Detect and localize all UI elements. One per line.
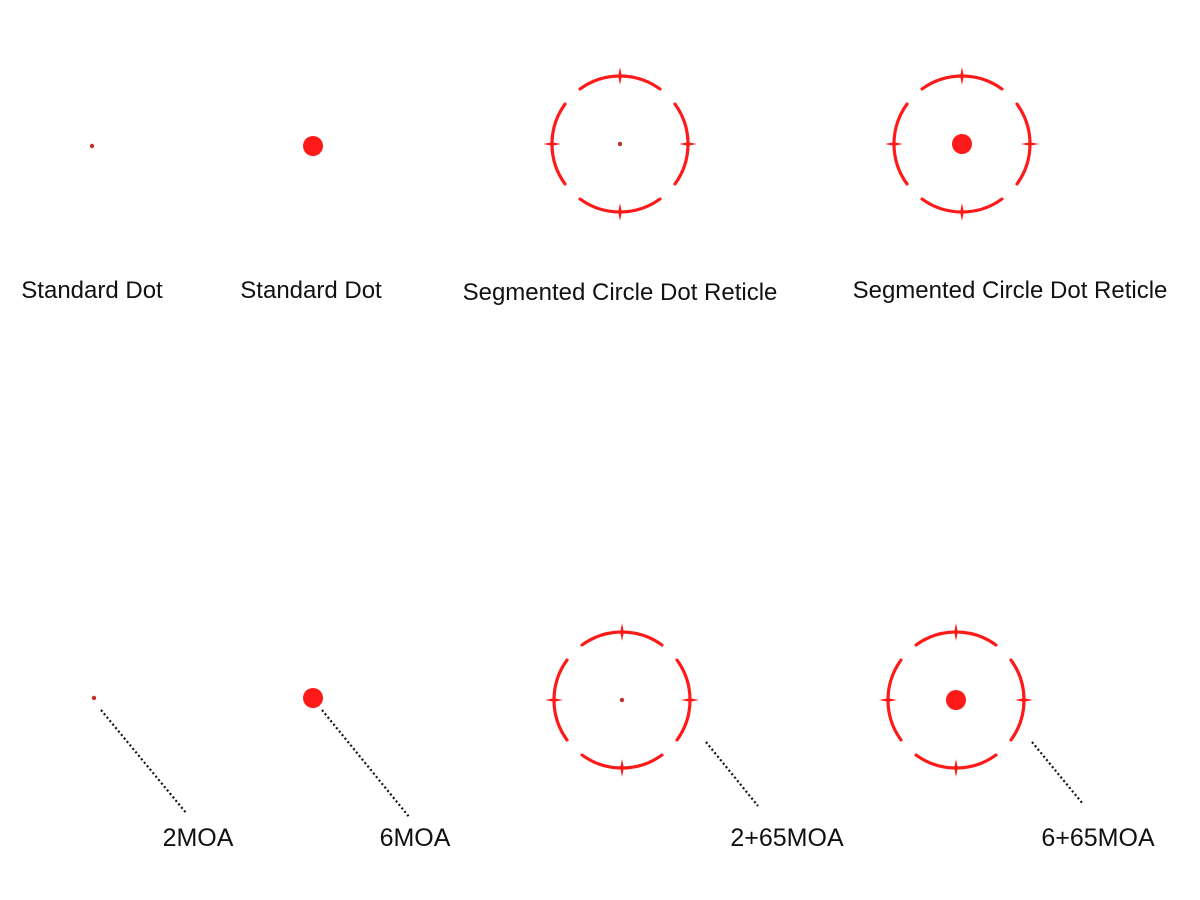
bottom-reticle-4-center-dot bbox=[946, 690, 966, 710]
bottom-reticle-1 bbox=[91, 695, 97, 701]
bottom-reticle-3-tick-bottom bbox=[620, 759, 624, 777]
bottom-reticle-2 bbox=[303, 688, 323, 708]
top-label-segmented-circle-small: Segmented Circle Dot Reticle bbox=[462, 279, 778, 306]
top-reticle-4 bbox=[885, 67, 1039, 221]
top-reticle-3 bbox=[543, 67, 697, 221]
leader-line-4 bbox=[1031, 741, 1084, 805]
leader-line-3 bbox=[705, 741, 759, 807]
top-reticle-2-center-dot bbox=[303, 136, 323, 156]
bottom-reticle-4-tick-bottom bbox=[954, 759, 958, 777]
moa-label-6-65moa: 6+65MOA bbox=[1041, 824, 1155, 852]
moa-label-2-65moa: 2+65MOA bbox=[730, 824, 844, 852]
moa-label-2moa: 2MOA bbox=[162, 824, 234, 852]
top-reticle-1 bbox=[89, 143, 95, 149]
leader-line-2 bbox=[321, 709, 411, 819]
bottom-reticle-4-tick-top bbox=[954, 623, 958, 641]
top-reticle-3-center-dot bbox=[617, 141, 623, 147]
bottom-reticle-3-tick-top bbox=[620, 623, 624, 641]
top-reticle-1-center-dot bbox=[89, 143, 95, 149]
top-reticle-4-tick-bottom bbox=[960, 203, 964, 221]
bottom-reticle-4 bbox=[879, 623, 1033, 777]
leader-line-1 bbox=[100, 709, 188, 815]
bottom-reticle-3 bbox=[545, 623, 699, 777]
bottom-reticle-4-tick-right bbox=[1015, 698, 1033, 702]
bottom-reticle-1-center-dot bbox=[91, 695, 97, 701]
top-reticle-3-tick-top bbox=[618, 67, 622, 85]
bottom-reticle-3-tick-right bbox=[681, 698, 699, 702]
top-reticle-4-center-dot bbox=[952, 134, 972, 154]
top-reticle-4-tick-left bbox=[885, 142, 903, 146]
bottom-reticle-3-tick-left bbox=[545, 698, 563, 702]
top-label-segmented-circle-large: Segmented Circle Dot Reticle bbox=[852, 277, 1168, 304]
bottom-reticle-2-center-dot bbox=[303, 688, 323, 708]
top-reticle-4-tick-top bbox=[960, 67, 964, 85]
top-reticle-2 bbox=[303, 136, 323, 156]
bottom-reticle-4-tick-left bbox=[879, 698, 897, 702]
top-reticle-3-tick-bottom bbox=[618, 203, 622, 221]
top-reticle-3-tick-left bbox=[543, 142, 561, 146]
top-reticle-3-tick-right bbox=[679, 142, 697, 146]
top-reticle-4-tick-right bbox=[1021, 142, 1039, 146]
moa-label-6moa: 6MOA bbox=[379, 824, 451, 852]
top-label-standard-dot-small: Standard Dot bbox=[21, 277, 163, 304]
bottom-reticle-3-center-dot bbox=[619, 697, 625, 703]
top-label-standard-dot-large: Standard Dot bbox=[240, 277, 382, 304]
